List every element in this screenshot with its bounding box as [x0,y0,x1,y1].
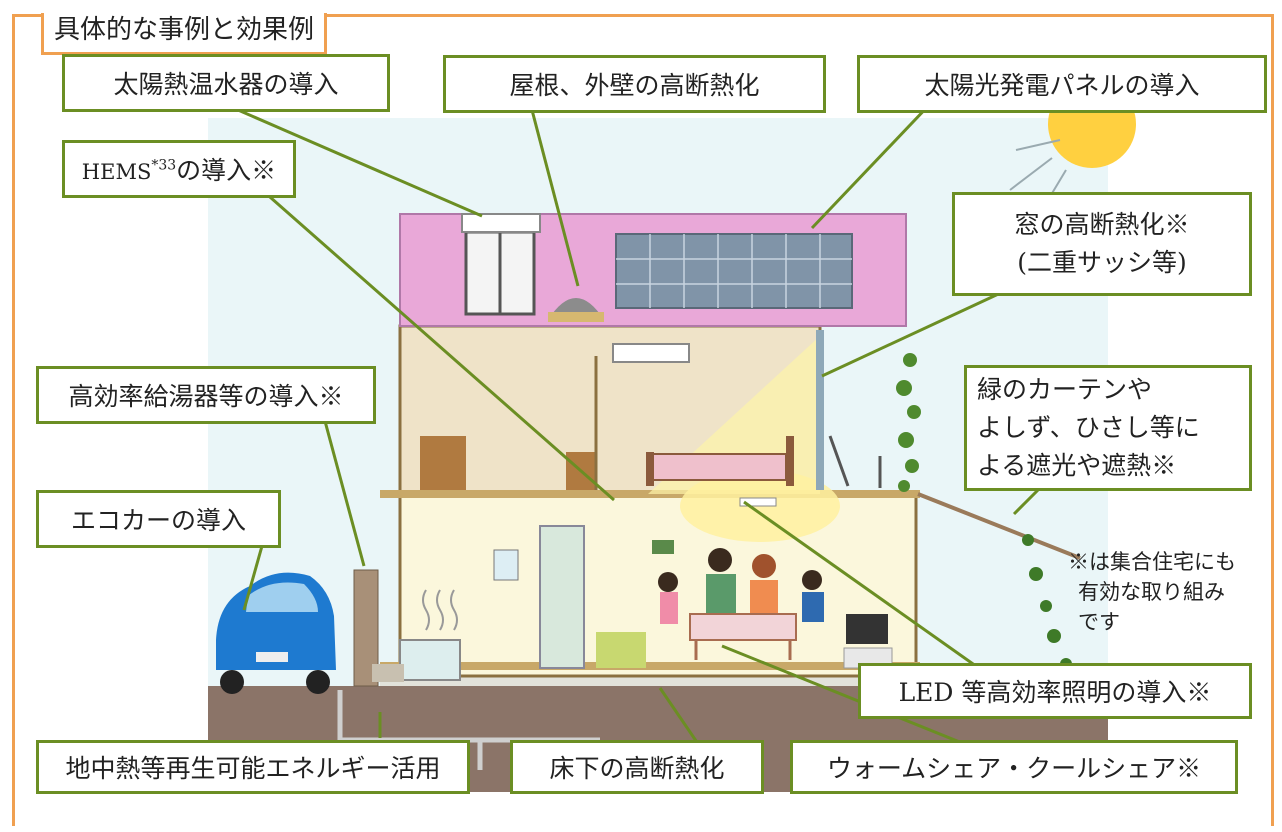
frame-border: 具体的な事例と効果例 [12,13,1274,826]
callout-window-insulation-line-2: (二重サッシ等) [1017,248,1187,277]
hems-panel [652,540,674,554]
callout-green-curtain: 緑のカーテンや よしず、ひさし等に よる遮光や遮熱※ [964,365,1252,491]
callout-warm-cool-share: ウォームシェア・クールシェア※ [790,740,1238,794]
hems-footnote: *33 [151,157,177,174]
callout-window-insulation-line-1: 窓の高断熱化※ [1014,210,1190,239]
sunshade-pole [917,492,1081,560]
window-frame [816,330,824,490]
apartment-note-line-2: 有効な取り組み [1078,580,1225,604]
apartment-note-line-3: です [1078,610,1120,634]
frame-title: 具体的な事例と効果例 [41,13,328,55]
callout-efficient-water-heater-text: 高効率給湯器等の導入※ [68,382,344,411]
callout-led-text: LED 等高効率照明の導入※ [898,678,1212,707]
bathtub [399,639,461,681]
callout-geothermal: 地中熱等再生可能エネルギー活用 [36,740,470,794]
callout-green-curtain-line-2: よしず、ひさし等に [977,413,1200,442]
bed [649,453,787,481]
callout-roof-wall-insulation-text: 屋根、外壁の高断熱化 [509,71,760,100]
refrigerator [539,525,585,669]
ground-floor-beam [380,662,920,670]
steam [422,589,458,631]
callout-solar-panel-text: 太陽光発電パネルの導入 [924,71,1200,100]
callout-efficient-water-heater: 高効率給湯器等の導入※ [36,366,376,424]
callout-geothermal-text: 地中熱等再生可能エネルギー活用 [65,754,441,783]
callout-solar-panel: 太陽光発電パネルの導入 [857,55,1267,113]
hems-label: HEMS [81,160,152,184]
green-curtain [896,353,921,492]
callout-warm-cool-share-text: ウォームシェア・クールシェア※ [826,754,1202,783]
solar-panel [615,233,853,309]
callout-hems-text: HEMS*33の導入※ [82,151,276,187]
eco-car [216,572,336,694]
air-conditioner [612,343,690,363]
hems-rest: の導入※ [176,156,277,185]
dining-table [689,613,797,641]
callout-green-curtain-line-3: よる遮光や遮熱※ [977,451,1177,480]
kitchen-counter [596,632,646,668]
callout-hems: HEMS*33の導入※ [62,140,296,198]
callout-led: LED 等高効率照明の導入※ [858,663,1252,719]
callout-solar-water-heater-text: 太陽熱温水器の導入 [113,70,339,99]
house-first-floor [398,494,918,678]
callout-green-curtain-line-1: 緑のカーテンや [977,375,1153,404]
callout-underfloor-insulation-text: 床下の高断熱化 [549,754,725,783]
callout-eco-car: エコカーの導入 [36,490,281,548]
callout-underfloor-insulation: 床下の高断熱化 [510,740,764,794]
outdoor-table [828,435,882,488]
desk [420,436,466,490]
apartment-note-line-1: ※は集合住宅にも [1068,550,1236,574]
callout-roof-wall-insulation: 屋根、外壁の高断熱化 [443,55,826,113]
led-light [739,497,777,507]
tv [846,614,888,644]
solar-water-heater-unit [461,213,541,233]
mirror [493,549,519,581]
apartment-note: ※は集合住宅にも 有効な取り組み です [1068,547,1236,637]
callout-window-insulation: 窓の高断熱化※ (二重サッシ等) [952,192,1252,296]
callout-solar-water-heater: 太陽熱温水器の導入 [62,54,390,112]
callout-eco-car-text: エコカーの導入 [70,506,246,535]
